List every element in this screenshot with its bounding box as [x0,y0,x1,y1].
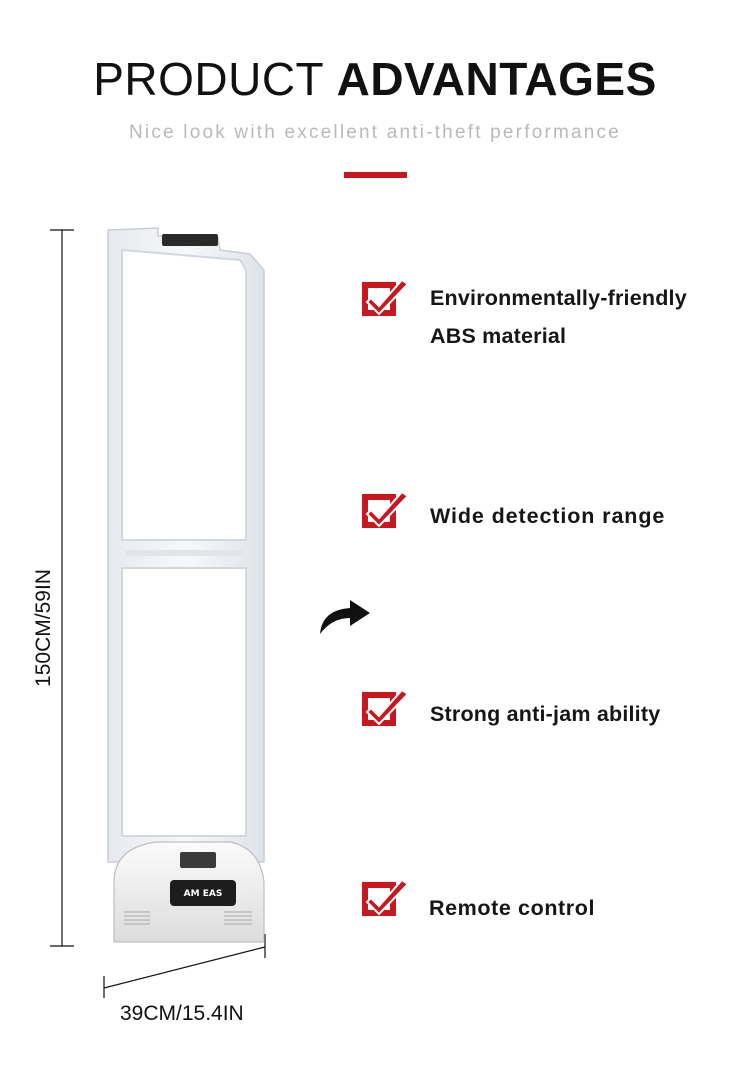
checkbox-check-icon [362,878,410,916]
width-dimension-line [103,946,266,989]
page-title: PRODUCT ADVANTAGES [0,52,750,106]
gate-base-vents [124,911,252,925]
title-light: PRODUCT [93,53,324,105]
height-dimension-label: 150CM/59IN [32,569,55,687]
eas-gate-illustration: AM EAS [107,227,265,943]
accent-divider [344,172,407,178]
gate-lower-window [121,567,247,837]
title-bold: ADVANTAGES [336,53,657,105]
gate-panel-label: AM EAS [184,889,223,899]
feature-label-material-line2: ABS material [430,324,567,348]
page-subtitle: Nice look with excellent anti-theft perf… [128,122,622,143]
gate-top-indicator [162,234,218,246]
gate-base-panel [170,880,236,906]
feature-label-remote: Remote control [429,896,596,920]
gate-upper-window [121,248,247,541]
feature-label-material-line1: Environmentally-friendly [430,286,687,310]
checkbox-check-icon [362,490,410,528]
feature-label-antijam: Strong anti-jam ability [430,702,661,726]
width-dimension-label: 39CM/15.4IN [120,1002,244,1025]
gate-crossbar [126,550,244,556]
curved-arrow-icon [320,600,370,634]
checkbox-check-icon [362,278,410,316]
checkbox-check-icon [362,688,410,726]
gate-base-display [180,852,216,868]
feature-label-detection: Wide detection range [430,504,666,528]
